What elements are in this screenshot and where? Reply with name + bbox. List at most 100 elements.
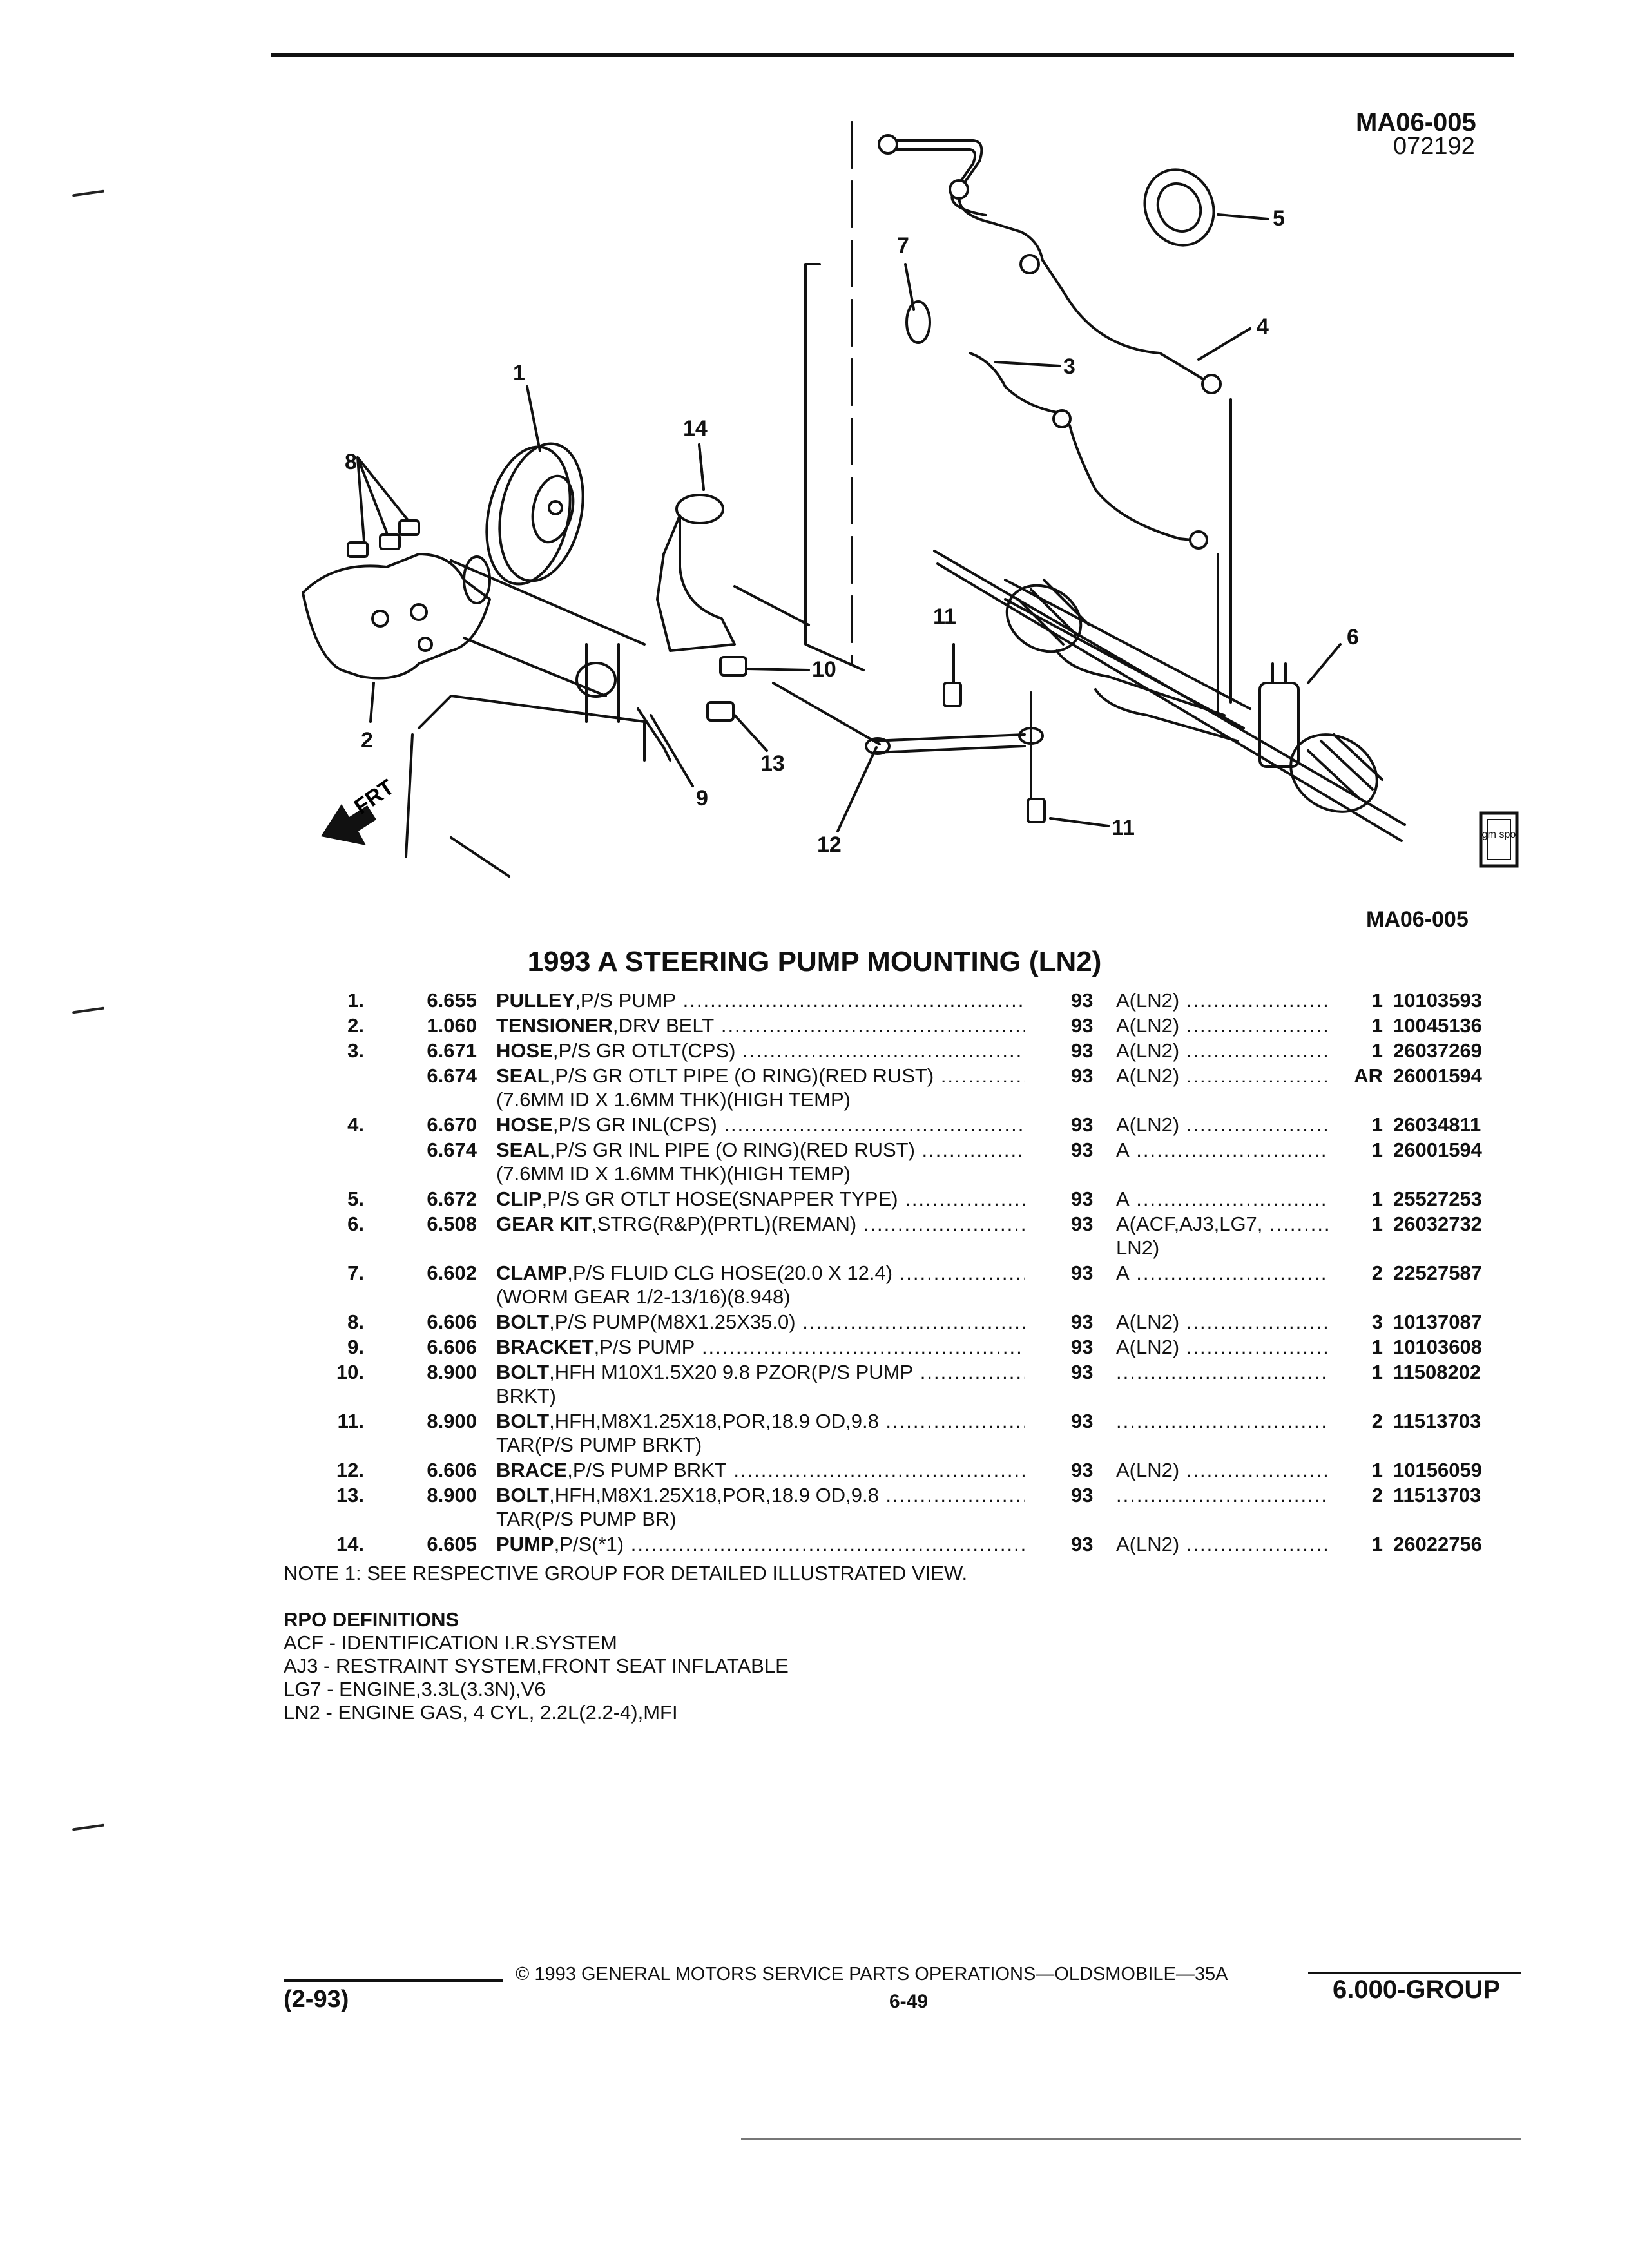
gm-spo-logo: gm spo bbox=[1479, 811, 1519, 868]
application: A(LN2) .................................… bbox=[1116, 1310, 1329, 1334]
logo-text: gm spo bbox=[1482, 829, 1516, 840]
group-ref: 6.602 bbox=[427, 1262, 477, 1284]
application: A ......................................… bbox=[1116, 1187, 1329, 1211]
part-name: BOLT bbox=[496, 1484, 550, 1506]
item-number: 1. bbox=[347, 989, 364, 1012]
footer-rule-left bbox=[284, 1979, 503, 1982]
quantity: 1 bbox=[1371, 1336, 1383, 1358]
description: TENSIONER,DRV BELT .....................… bbox=[496, 1014, 1025, 1037]
leader-dots: ........................................… bbox=[1186, 1014, 1329, 1037]
leader-dots: ........................................… bbox=[940, 1064, 1025, 1087]
callout-10: 10 bbox=[812, 657, 836, 682]
application-text: A(LN2) bbox=[1116, 1039, 1180, 1062]
rpo-item: LG7 - ENGINE,3.3L(3.3N),V6 bbox=[284, 1678, 546, 1700]
part-desc: ,P/S(*1) bbox=[554, 1533, 624, 1555]
description-continuation: TAR(P/S PUMP BRKT) bbox=[496, 1434, 702, 1456]
application: A(LN2) .................................… bbox=[1116, 1039, 1329, 1062]
leader-dots: ........................................… bbox=[682, 989, 1025, 1012]
bottom-rule bbox=[741, 2138, 1521, 2140]
part-number: 26022756 bbox=[1393, 1533, 1482, 1555]
group-ref: 8.900 bbox=[427, 1410, 477, 1432]
part-name: BRACKET bbox=[496, 1336, 594, 1358]
application-text: A(LN2) bbox=[1116, 1533, 1180, 1555]
leader-dots: ........................................… bbox=[701, 1336, 1025, 1358]
year: 93 bbox=[1071, 1014, 1094, 1037]
part-number: 11513703 bbox=[1393, 1410, 1481, 1432]
part-desc: ,P/S FLUID CLG HOSE(20.0 X 12.4) bbox=[567, 1262, 893, 1284]
part-number: 26032732 bbox=[1393, 1213, 1482, 1235]
description-continuation: (WORM GEAR 1/2-13/16)(8.948) bbox=[496, 1285, 791, 1308]
year: 93 bbox=[1071, 1139, 1094, 1161]
leader-dots: ........................................… bbox=[863, 1213, 1025, 1235]
description: GEAR KIT,STRG(R&P)(PRTL)(REMAN) ........… bbox=[496, 1212, 1025, 1236]
quantity: 1 bbox=[1371, 1187, 1383, 1210]
year: 93 bbox=[1071, 1262, 1094, 1284]
part-name: BOLT bbox=[496, 1311, 550, 1333]
application-text: A(ACF,AJ3,LG7, bbox=[1116, 1213, 1263, 1235]
part-desc: ,P/S GR OTLT PIPE (O RING)(RED RUST) bbox=[549, 1064, 934, 1087]
part-number: 10103593 bbox=[1393, 989, 1482, 1012]
item-number: 9. bbox=[347, 1336, 364, 1358]
brace-12-shape bbox=[872, 733, 1026, 754]
item-number: 3. bbox=[347, 1039, 364, 1062]
part-name: PUMP bbox=[496, 1533, 554, 1555]
item-number: 14. bbox=[336, 1533, 364, 1555]
year: 93 bbox=[1071, 1311, 1094, 1333]
part-number: 22527587 bbox=[1393, 1262, 1482, 1284]
application: A(LN2) .................................… bbox=[1116, 1113, 1329, 1137]
application-text: A bbox=[1116, 1187, 1130, 1210]
part-name: PULLEY bbox=[496, 989, 575, 1012]
description: CLIP,P/S GR OTLT HOSE(SNAPPER TYPE) ....… bbox=[496, 1187, 1025, 1211]
year: 93 bbox=[1071, 1459, 1094, 1481]
part-number: 10156059 bbox=[1393, 1459, 1482, 1481]
description: BOLT,HFH M10X1.5X20 9.8 PZOR(P/S PUMP ..… bbox=[496, 1360, 1025, 1384]
application: A(ACF,AJ3,LG7, .........................… bbox=[1116, 1212, 1329, 1236]
leader-dots: ........................................… bbox=[1186, 1459, 1329, 1481]
callout-7: 7 bbox=[897, 233, 909, 258]
bolt-10-shape bbox=[719, 656, 747, 677]
part-desc: ,HFH,M8X1.25X18,POR,18.9 OD,9.8 bbox=[549, 1410, 879, 1432]
quantity: 2 bbox=[1371, 1410, 1383, 1432]
leader-dots: ........................................… bbox=[905, 1187, 1025, 1210]
item-number: 13. bbox=[336, 1484, 364, 1506]
year: 93 bbox=[1071, 1187, 1094, 1210]
quantity: 1 bbox=[1371, 1039, 1383, 1062]
group-ref: 8.900 bbox=[427, 1361, 477, 1383]
callout-8: 8 bbox=[345, 450, 357, 474]
year: 93 bbox=[1071, 1064, 1094, 1087]
leader-dots: ........................................… bbox=[885, 1410, 1025, 1432]
edge-mark bbox=[72, 1823, 105, 1831]
group-ref: 6.655 bbox=[427, 989, 477, 1012]
application: ........................................… bbox=[1116, 1409, 1329, 1433]
bolt-11-upper-shape bbox=[943, 682, 962, 707]
part-number: 11513703 bbox=[1393, 1484, 1481, 1506]
clip-5-shape bbox=[1143, 168, 1215, 247]
group-ref: 6.672 bbox=[427, 1187, 477, 1210]
part-desc: ,P/S GR INL(CPS) bbox=[552, 1113, 717, 1136]
front-arrow-icon bbox=[321, 804, 376, 845]
leader-dots: ........................................… bbox=[1186, 1039, 1329, 1062]
description: SEAL,P/S GR INL PIPE (O RING)(RED RUST) … bbox=[496, 1138, 1025, 1162]
item-number: 6. bbox=[347, 1213, 364, 1235]
leader-dots: ........................................… bbox=[1269, 1213, 1329, 1235]
leader-dots: ........................................… bbox=[1186, 1311, 1329, 1333]
item-number: 10. bbox=[336, 1361, 364, 1383]
rpo-item: ACF - IDENTIFICATION I.R.SYSTEM bbox=[284, 1631, 617, 1654]
description: BOLT,HFH,M8X1.25X18,POR,18.9 OD,9.8 ....… bbox=[496, 1483, 1025, 1507]
application: A(LN2) .................................… bbox=[1116, 1064, 1329, 1088]
quantity: 2 bbox=[1371, 1262, 1383, 1284]
part-name: BOLT bbox=[496, 1410, 550, 1432]
application-text: A bbox=[1116, 1262, 1130, 1284]
quantity: AR bbox=[1354, 1064, 1383, 1087]
application-text: A(LN2) bbox=[1116, 1014, 1180, 1037]
year: 93 bbox=[1071, 1361, 1094, 1383]
leader-dots: ........................................… bbox=[899, 1262, 1025, 1284]
part-number: 26037269 bbox=[1393, 1039, 1482, 1062]
bolt-13-shape bbox=[706, 701, 735, 722]
leader-dots: ........................................… bbox=[1116, 1484, 1329, 1506]
item-number: 4. bbox=[347, 1113, 364, 1136]
callout-11-lower: 11 bbox=[1112, 816, 1135, 840]
figure-bottom-code: MA06-005 bbox=[1366, 907, 1469, 932]
hose-4-line bbox=[880, 139, 1213, 385]
group-ref: 6.674 bbox=[427, 1139, 477, 1161]
